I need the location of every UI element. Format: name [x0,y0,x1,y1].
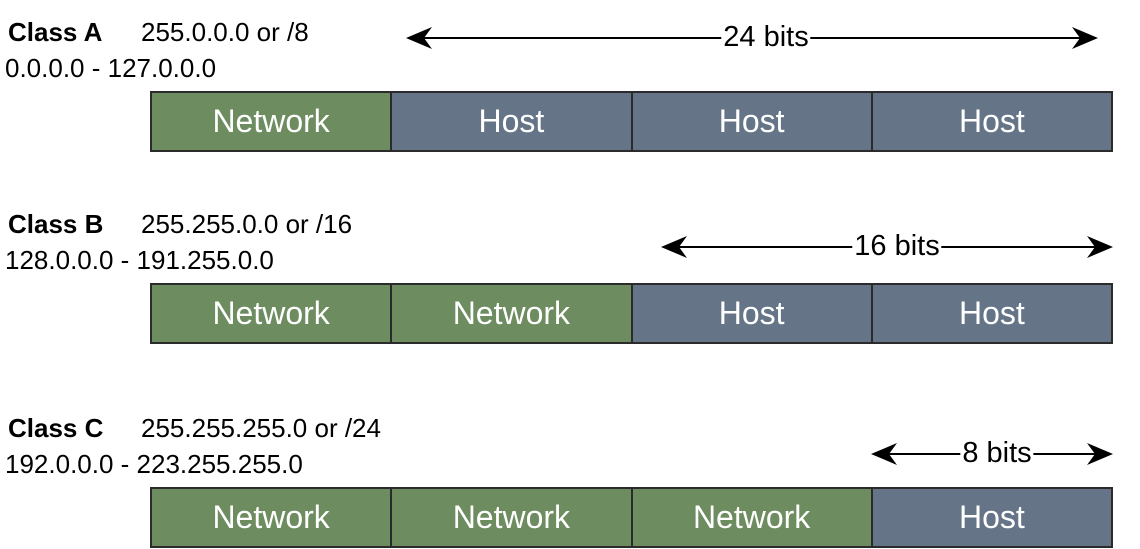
octet-network: Network [390,283,633,344]
octet-network: Network [150,283,393,344]
class-c-range: 192.0.0.0 - 223.255.255.0 [5,449,303,479]
class-b-host-bits-arrow: 16 bits [661,231,1113,261]
octet-host: Host [870,283,1113,344]
class-b-mask: 255.255.0.0 or /16 [141,209,353,239]
class-b-host-bits-label: 16 bits [852,230,942,262]
class-a-host-bits-label: 24 bits [721,21,811,53]
class-b-range: 128.0.0.0 - 191.255.0.0 [5,245,274,275]
class-a-octets: Network Host Host Host [150,91,1113,152]
class-c-octets: Network Network Network Host [150,487,1113,548]
octet-host: Host [870,91,1113,152]
class-c-host-bits-arrow: 8 bits [871,438,1113,468]
octet-host: Host [870,487,1113,548]
class-b-octets: Network Network Host Host [150,283,1113,344]
octet-network: Network [150,91,393,152]
octet-host: Host [630,283,873,344]
octet-network: Network [630,487,873,548]
octet-network: Network [150,487,393,548]
class-a-range: 0.0.0.0 - 127.0.0.0 [5,53,217,83]
octet-host: Host [390,91,633,152]
class-b-name: Class B [8,209,104,239]
class-c-name: Class C [8,413,104,443]
class-a-mask: 255.0.0.0 or /8 [141,17,309,47]
class-a-host-bits-arrow: 24 bits [406,22,1098,52]
octet-host: Host [630,91,873,152]
class-c-host-bits-label: 8 bits [960,437,1034,469]
class-a-name: Class A [8,17,103,47]
class-c-mask: 255.255.255.0 or /24 [141,413,381,443]
octet-network: Network [390,487,633,548]
